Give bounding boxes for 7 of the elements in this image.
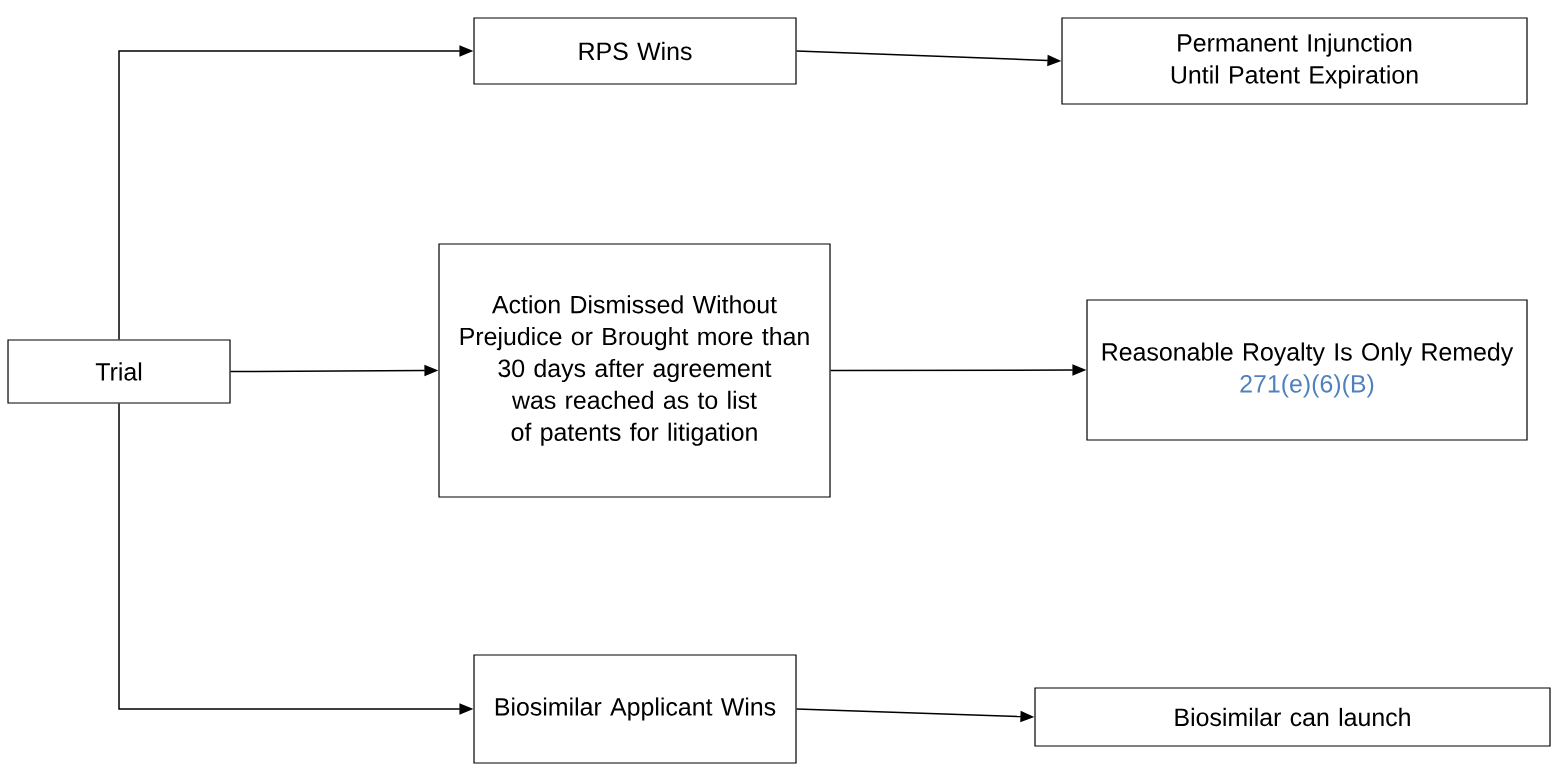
process-box: Trial	[7, 339, 231, 404]
result-box: Permanent Injunction Until Patent Expiration	[1061, 17, 1528, 105]
outcome-box: Action Dismissed Without Prejudice or Brought more than 30 days after agreement was reached as to list of patents for litigation	[438, 243, 831, 498]
result-box: Reasonable Royalty Is Only Remedy 271(e)(6)(B)	[1086, 299, 1528, 441]
result-box: Biosimilar can launch	[1034, 687, 1551, 747]
outcome-box: Biosimilar Applicant Wins	[473, 654, 797, 764]
outcome-box: RPS Wins	[473, 17, 797, 85]
